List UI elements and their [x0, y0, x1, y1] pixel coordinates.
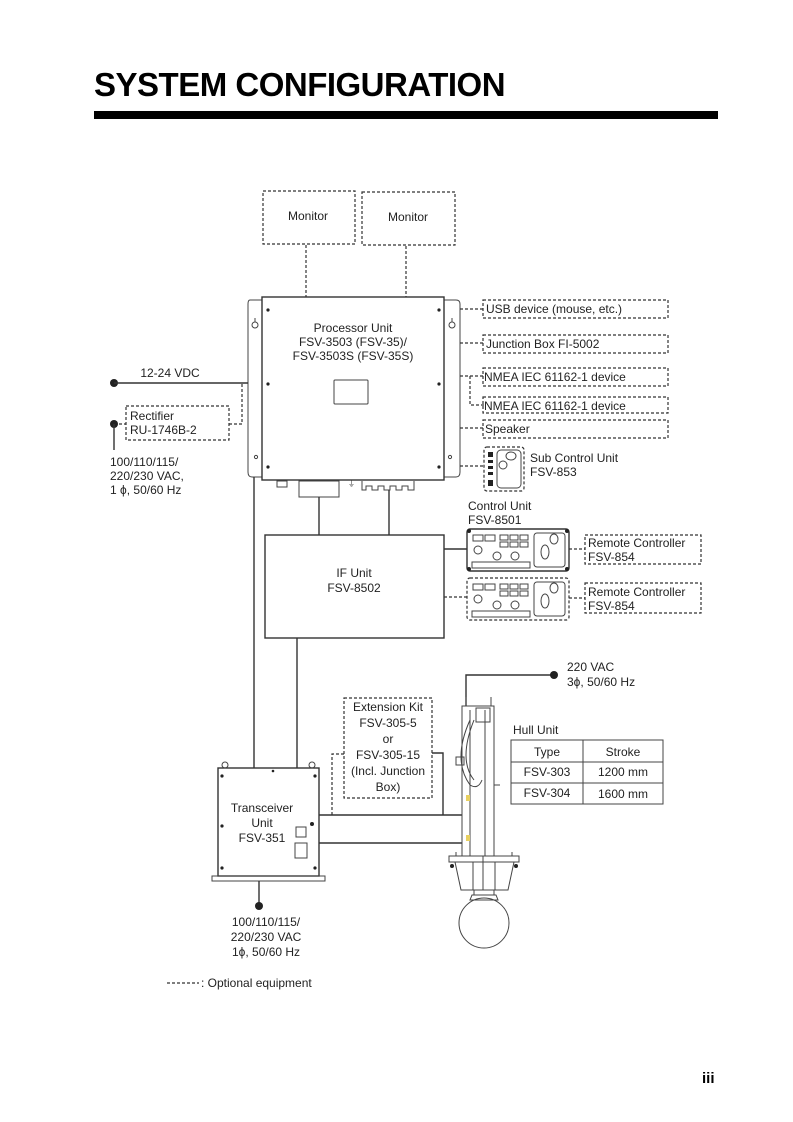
transceiver-unit: Transceiver Unit FSV-351: [211, 761, 326, 882]
hull-power-line-2: 3ϕ, 50/60 Hz: [567, 675, 635, 689]
processor-unit-line-3: FSV-3503S (FSV-35S): [293, 349, 414, 363]
ac-power-processor-line-2: 220/230 VAC,: [110, 469, 184, 483]
processor-unit: Processor Unit FSV-3503 (FSV-35)/ FSV-35…: [247, 296, 461, 498]
remote-controller-2: Remote Controller FSV-854: [584, 582, 702, 614]
rectifier-line-2: RU-1746B-2: [130, 423, 197, 437]
hull-unit-table: Type Stroke FSV-303 1200 mm FSV-304 1600…: [510, 739, 664, 805]
transceiver-line-1: Transceiver: [231, 801, 293, 815]
junction-box-label: Junction Box FI-5002: [486, 337, 600, 351]
transceiver-line-3: FSV-351: [239, 831, 286, 845]
extension-kit-line-2: FSV-305-5: [359, 716, 417, 730]
ac-power-processor-line-1: 100/110/115/: [110, 455, 179, 469]
hull-table-header-type: Type: [534, 745, 560, 759]
speaker-box: Speaker: [482, 419, 669, 439]
nmea-device-1-label: NMEA IEC 61162-1 device: [484, 370, 626, 384]
if-unit: IF Unit FSV-8502: [264, 534, 445, 639]
nmea-connection: [460, 375, 484, 406]
nmea-device-1: NMEA IEC 61162-1 device: [482, 367, 669, 387]
legend-label: : Optional equipment: [201, 976, 312, 990]
control-unit-line-1: Control Unit: [468, 499, 532, 513]
hull-table-cell: FSV-303: [524, 765, 571, 779]
earth-symbol: ⏚: [348, 480, 355, 488]
ac-power-transceiver-line-2: 220/230 VAC: [231, 930, 302, 944]
hull-table-cell: 1200 mm: [598, 765, 648, 779]
hull-table-cell: 1600 mm: [598, 787, 648, 801]
hull-unit-drawing: [448, 697, 520, 949]
sub-control-unit-line-1: Sub Control Unit: [530, 451, 619, 465]
extension-kit-line-6: Box): [376, 780, 401, 794]
monitor-1-label: Monitor: [288, 209, 328, 223]
ac-power-transceiver-line-3: 1ϕ, 50/60 Hz: [232, 945, 300, 959]
rectifier: Rectifier RU-1746B-2: [125, 405, 230, 441]
legend: : Optional equipment: [167, 976, 312, 990]
usb-device-label: USB device (mouse, etc.): [486, 302, 622, 316]
nmea-device-2-label: NMEA IEC 61162-1 device: [484, 399, 626, 413]
processor-unit-line-1: Processor Unit: [314, 321, 393, 335]
remote-controller-2-line-1: Remote Controller: [588, 585, 685, 599]
extension-kit: Extension Kit FSV-305-5 or FSV-305-15 (I…: [343, 697, 433, 799]
monitor-2: Monitor: [361, 191, 456, 246]
extension-kit-right-connection: [432, 752, 444, 815]
extension-kit-line-1: Extension Kit: [353, 700, 424, 714]
remote-controller-1-line-1: Remote Controller: [588, 536, 685, 550]
title-rule: [94, 111, 718, 119]
nmea-device-2: NMEA IEC 61162-1 device: [482, 396, 669, 414]
transceiver-line-2: Unit: [251, 816, 273, 830]
rectifier-output-connection: [229, 383, 243, 425]
remote-control-unit-device: [466, 577, 570, 621]
remote-controller-1: Remote Controller FSV-854: [584, 534, 702, 565]
usb-device-box: USB device (mouse, etc.): [482, 299, 669, 319]
if-unit-line-2: FSV-8502: [327, 581, 381, 595]
monitor-2-label: Monitor: [388, 210, 428, 224]
if-unit-line-1: IF Unit: [336, 566, 372, 580]
hull-table-cell: FSV-304: [524, 786, 571, 800]
sub-control-unit-line-2: FSV-853: [530, 465, 577, 479]
hull-power-line-1: 220 VAC: [567, 660, 614, 674]
extension-kit-line-3: or: [383, 732, 394, 746]
extension-kit-left-connection: [331, 753, 344, 815]
processor-unit-line-2: FSV-3503 (FSV-35)/: [299, 335, 408, 349]
extension-kit-line-4: FSV-305-15: [356, 748, 420, 762]
hull-power-line: [465, 674, 554, 706]
ac-power-transceiver-line-1: 100/110/115/: [232, 915, 301, 929]
dc-power-label: 12-24 VDC: [140, 366, 200, 380]
control-unit-line-2: FSV-8501: [468, 513, 522, 527]
ac-power-processor-line-3: 1 ϕ, 50/60 Hz: [110, 483, 181, 497]
page-number: iii: [702, 1070, 715, 1087]
junction-box: Junction Box FI-5002: [482, 334, 669, 354]
sub-control-unit: Sub Control Unit FSV-853: [483, 446, 619, 492]
remote-controller-2-line-2: FSV-854: [588, 599, 635, 613]
monitor-1: Monitor: [262, 190, 356, 245]
remote-controller-1-line-2: FSV-854: [588, 550, 635, 564]
page-title: SYSTEM CONFIGURATION: [94, 66, 506, 103]
transceiver-power-terminal: [255, 902, 263, 910]
speaker-label: Speaker: [485, 422, 530, 436]
rectifier-line-1: Rectifier: [130, 409, 174, 423]
control-unit-device: [466, 528, 570, 572]
extension-kit-line-5: (Incl. Junction: [351, 764, 425, 778]
hull-unit-title: Hull Unit: [513, 723, 559, 737]
hull-power-terminal: [550, 671, 558, 679]
hull-table-header-stroke: Stroke: [606, 745, 641, 759]
